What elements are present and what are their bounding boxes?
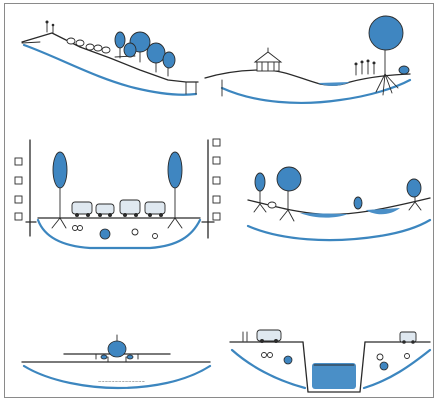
panel-airport-apron: ~~~~~~~~~~~~~~ <box>22 335 210 388</box>
right-building-windows <box>213 139 220 220</box>
trench-water <box>312 363 356 389</box>
trench-car-right <box>400 332 416 344</box>
trench-groundwater-right <box>364 350 430 388</box>
panel-street-canyon <box>15 139 220 248</box>
trench-car-left <box>257 330 281 343</box>
street-right-building-wall <box>202 140 214 238</box>
slope-right-wall <box>186 82 196 94</box>
wetland-shrubs <box>268 197 362 209</box>
left-building-windows <box>15 158 22 220</box>
pond-people-figures <box>355 60 376 76</box>
trench-tiny-figures <box>243 332 247 341</box>
panel-canal-trench <box>230 330 430 392</box>
pond-ground-line <box>205 70 410 85</box>
apron-caption-mark: ~~~~~~~~~~~~~~ <box>98 379 145 384</box>
pond-big-tree <box>369 16 403 95</box>
street-underground-curve <box>38 220 200 248</box>
street-cars <box>72 200 165 217</box>
street-left-building-wall <box>26 140 36 236</box>
street-tree-left <box>52 152 67 228</box>
pond-shrub <box>399 66 409 74</box>
wetland-tree-large <box>277 167 301 221</box>
wetland-groundwater-curve <box>248 220 430 240</box>
panel-slope-embankment <box>22 21 198 95</box>
airplane-icon <box>64 335 170 362</box>
street-underground-pipes <box>73 226 158 240</box>
apron-underground-curve <box>24 366 210 388</box>
panel-wetland-trees <box>248 167 430 240</box>
wetland-tree-right <box>407 179 421 210</box>
pavilion-icon <box>255 48 281 71</box>
wetland-tree-small-left <box>254 173 266 212</box>
slope-trees <box>115 32 175 76</box>
street-tree-right <box>168 152 182 228</box>
panel-pavilion-pond <box>205 16 410 103</box>
slope-people-figures <box>46 21 55 34</box>
